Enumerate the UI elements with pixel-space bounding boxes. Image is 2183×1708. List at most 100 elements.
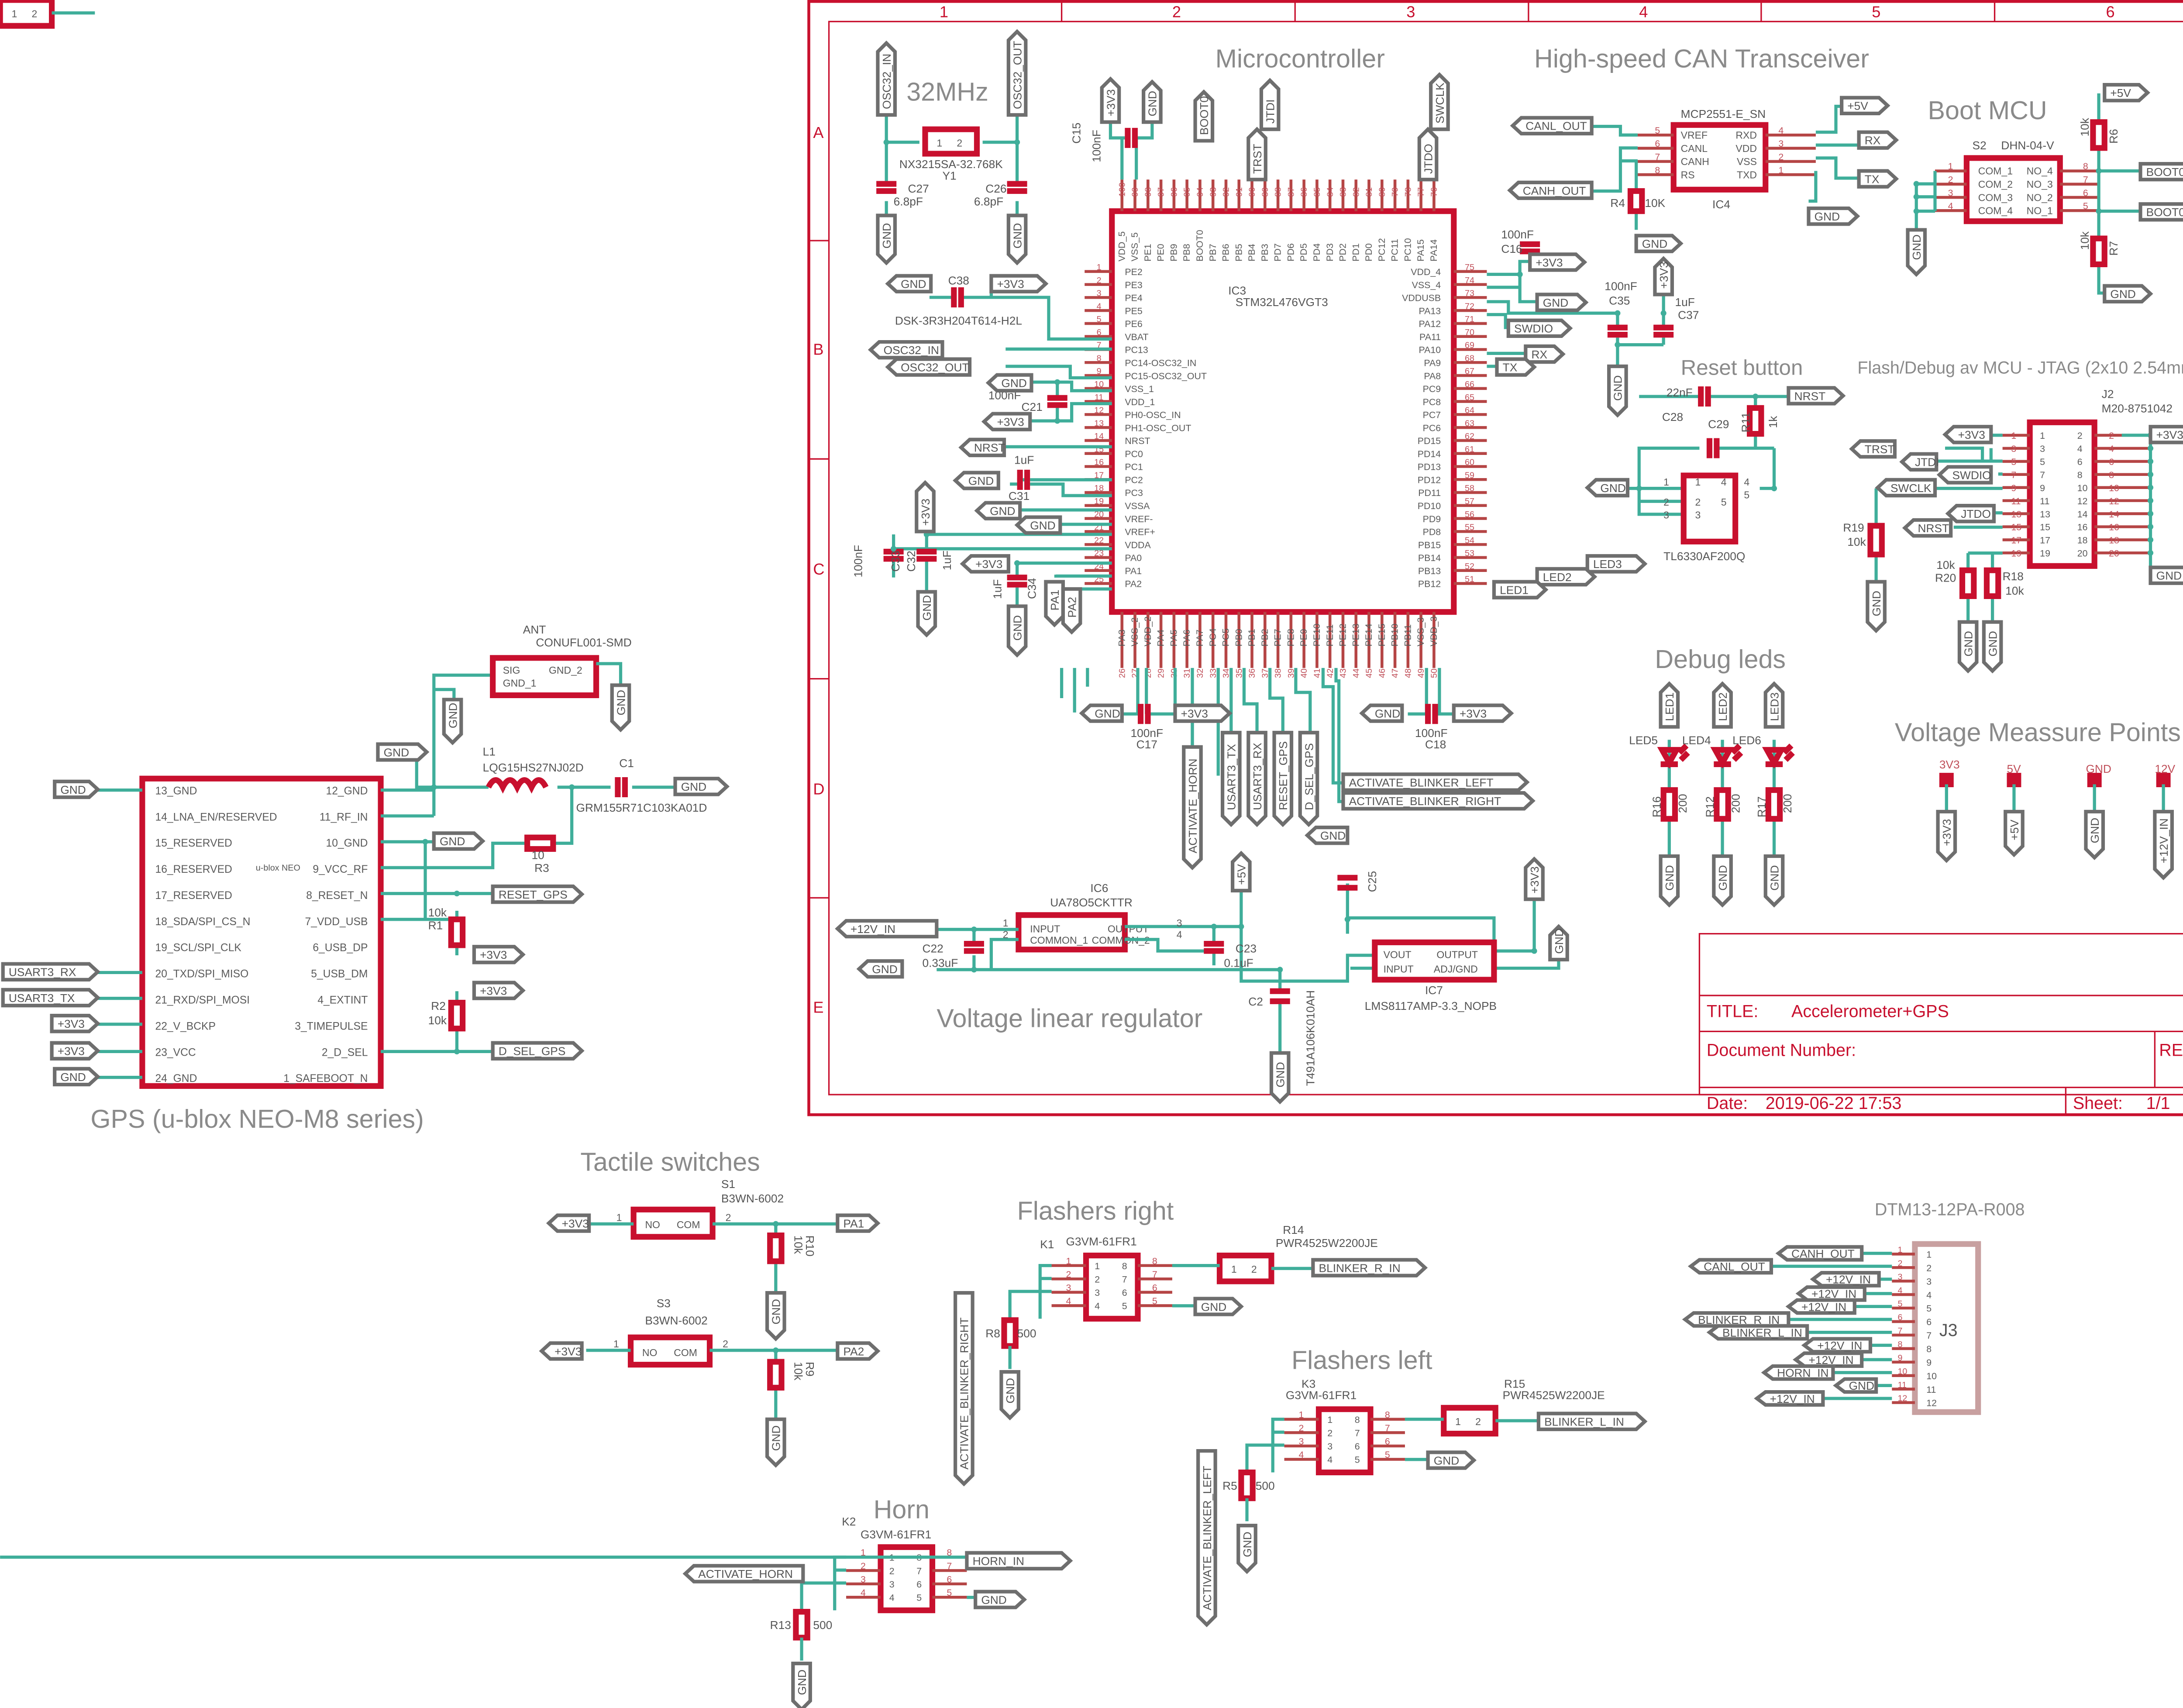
relay-pin-num-inner: 1	[1327, 1415, 1333, 1425]
svg-text:2: 2	[1663, 496, 1669, 508]
svg-text:GND: GND	[60, 1071, 86, 1084]
mcu-pin-name: PA6	[1181, 630, 1192, 647]
mcu-pin-name: VDD_2	[1143, 616, 1153, 647]
mcu-pin-num: 77	[1416, 187, 1426, 197]
net-label-v12-j3-4: +12V_IN	[1801, 1337, 1873, 1354]
net-label-nrst-left: NRST	[958, 437, 1006, 458]
svg-text:1: 1	[11, 8, 17, 19]
svg-text:GND: GND	[1146, 91, 1159, 116]
mcu-pin-num: 63	[1465, 419, 1474, 428]
svg-text:ACTIVATE_BLINKER_LEFT: ACTIVATE_BLINKER_LEFT	[1349, 776, 1494, 789]
l1-value: LQG15HS27NJ02D	[483, 761, 584, 774]
svg-text:ACTIVATE_BLINKER_LEFT: ACTIVATE_BLINKER_LEFT	[1201, 1466, 1214, 1610]
net-label-v12-j3-3: +12V_IN	[1785, 1298, 1856, 1315]
c1-value: GRM155R71C103KA01D	[576, 801, 707, 814]
mcu-pin-name: PC3	[1125, 488, 1143, 498]
mcu-pin-name: VDD_3	[1429, 616, 1439, 647]
mcu-pin-name: PC8	[1423, 397, 1441, 407]
r15-value: PWR4525W2200JE	[1503, 1389, 1605, 1402]
ant-pin-sig: SIG	[503, 665, 520, 676]
ant-value: CONUFL001-SMD	[536, 636, 631, 649]
r5-ref: R5	[1222, 1479, 1237, 1492]
net-label-v3-c16: +3V3	[1528, 252, 1587, 272]
svg-text:JTDO: JTDO	[1422, 144, 1435, 174]
boot-pin-num: 5	[2083, 201, 2088, 211]
relay-pin-num-inner: 7	[1122, 1274, 1127, 1284]
net-label-gnd-c2: GND	[1269, 1051, 1291, 1105]
svg-text:GND: GND	[1001, 377, 1026, 390]
r1-ref: R1	[428, 919, 443, 932]
mcu-pin-num: 72	[1465, 302, 1474, 311]
svg-text:RX: RX	[1531, 348, 1547, 361]
relay-pin-num: 8	[947, 1547, 952, 1558]
can-pin-name: RS	[1681, 169, 1695, 180]
net-label-pa1-mcu: PA1	[1044, 580, 1065, 628]
net-label-v12-reg: +12V_IN	[835, 919, 939, 939]
svg-text:GND: GND	[2110, 288, 2135, 301]
net-label-v5-reg: +5V	[1231, 851, 1252, 893]
relay-pin-num: 1	[861, 1547, 866, 1558]
mcu-pin-name: PC9	[1423, 384, 1441, 394]
reset-button: 123 123 45 45 22nF C28 C29 R11 1k TL6330…	[1627, 386, 1789, 563]
net-label-v3-c18: +3V3	[1452, 703, 1514, 723]
jtag-pin-num-inner: 9	[2040, 483, 2045, 493]
relay-pin-num-inner: 5	[1355, 1455, 1360, 1465]
mcu-pin-num: 3	[1097, 289, 1102, 298]
mcu-pin-name: PB13	[1418, 566, 1441, 576]
c33-value: 100nF	[851, 545, 864, 578]
svg-text:OSC32_IN: OSC32_IN	[880, 54, 893, 109]
ic6-pin-input: INPUT	[1030, 923, 1060, 934]
gps-pin-name: 18_SDA/SPI_CS_N	[155, 916, 250, 928]
c37-ref: C37	[1678, 308, 1699, 321]
ic7-pin-vout: VOUT	[1384, 949, 1412, 961]
svg-text:GND: GND	[1543, 296, 1568, 309]
svg-text:GND: GND	[770, 1299, 783, 1324]
svg-text:PA1: PA1	[843, 1217, 864, 1230]
mcu-pin-num: 22	[1094, 536, 1104, 545]
mcu-pin-name: PB2	[1260, 629, 1270, 646]
r16-value: 200	[1676, 794, 1689, 813]
boot-pin-num: 4	[1948, 201, 1953, 211]
c15-value: 100nF	[1090, 130, 1103, 162]
r14-ref: R14	[1283, 1223, 1304, 1236]
mcu-pin-name: PD13	[1418, 462, 1441, 472]
svg-text:ACTIVATE_BLINKER_RIGHT: ACTIVATE_BLINKER_RIGHT	[1349, 795, 1501, 808]
caps-usb: 100nF C16 100nF C35 1uF C37	[1487, 228, 1699, 368]
mcu-pin-name: PD3	[1325, 243, 1335, 262]
jtag-pin-num-inner: 17	[2040, 535, 2050, 546]
j3-pin-num: 3	[1897, 1272, 1902, 1282]
debug-leds: LED5 LED4 LED6 R16 200 R12 200 R17 200	[1629, 733, 1795, 856]
jtag-pin-num-inner: 11	[2040, 496, 2049, 506]
mcu-pin-name: VDD_1	[1125, 397, 1155, 407]
svg-text:TX: TX	[1503, 361, 1518, 374]
relay-pin-num: 6	[1385, 1436, 1390, 1447]
net-label-led2-top: LED2	[1712, 681, 1733, 729]
c29-ref: C29	[1708, 417, 1729, 430]
c23-value: 0.1uF	[1224, 956, 1253, 969]
rev-label: REV:	[2159, 1040, 2183, 1060]
mcu-value: STM32L476VGT3	[1236, 296, 1328, 309]
s3-value: B3WN-6002	[645, 1314, 707, 1327]
mcu-pin-name: PH0-OSC_IN	[1125, 410, 1181, 420]
net-label-jtdo-jtag: JTDO	[1945, 504, 1996, 523]
j3-pin-num-inner: 10	[1926, 1371, 1937, 1381]
c17-ref: C17	[1136, 738, 1157, 751]
r4-value: 10K	[1645, 196, 1665, 210]
mcu-pin-num: 43	[1339, 668, 1348, 678]
c1-ref: C1	[619, 757, 634, 770]
r9-value: 10k	[792, 1362, 805, 1381]
j3-pin-num-inner: 2	[1926, 1263, 1932, 1273]
jtag-pin-num: 17	[2011, 535, 2021, 546]
net-label-v3-tp: +3V3	[1936, 809, 1957, 863]
ic7-pin-input: INPUT	[1384, 963, 1414, 975]
j3-pin-num-inner: 8	[1926, 1344, 1932, 1354]
gps-pin-name: 17_RESERVED	[155, 890, 232, 902]
gps-pin-name: 12_GND	[326, 785, 368, 797]
svg-text:CANH_OUT: CANH_OUT	[1791, 1247, 1855, 1260]
jtag-pin-num-inner: 15	[2040, 522, 2050, 533]
mcu-pin-name: PD9	[1423, 514, 1441, 524]
boot-pin-name: COM_3	[1978, 192, 2013, 203]
title-can: High-speed CAN Transceiver	[1534, 44, 1869, 73]
svg-text:+3V3: +3V3	[1104, 89, 1117, 116]
svg-text:NRST: NRST	[1794, 389, 1826, 403]
